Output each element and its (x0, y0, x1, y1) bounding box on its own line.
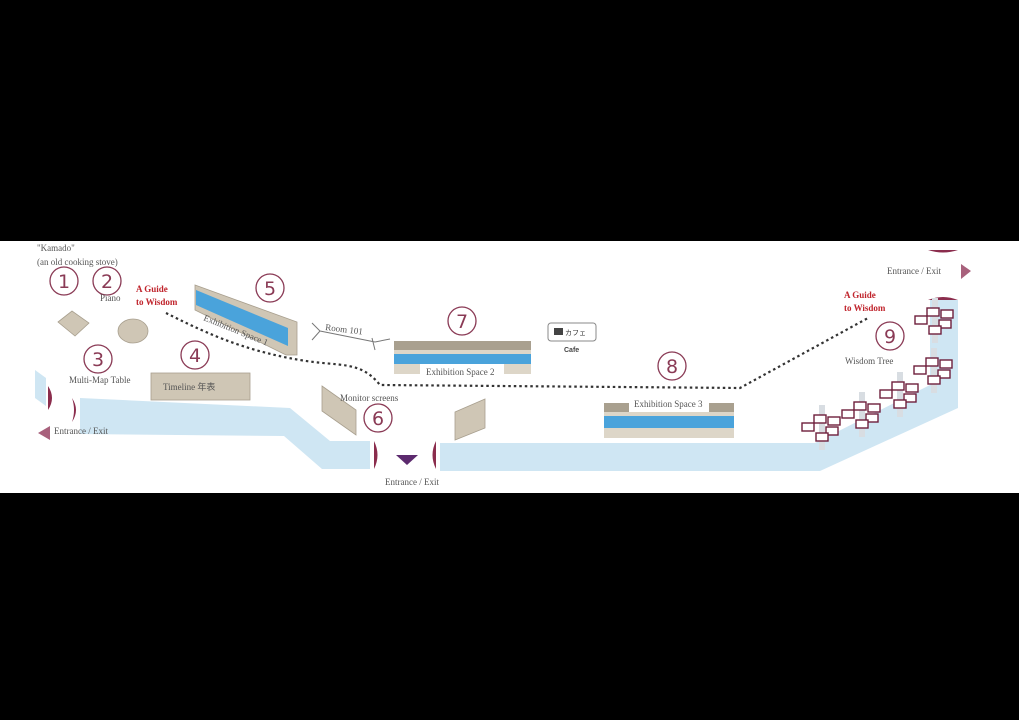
corridor-left-stub (35, 370, 46, 406)
marker-8: 8 (657, 351, 687, 381)
wisdom-tree (879, 372, 919, 417)
marker-number: 9 (884, 326, 896, 348)
wisdom-tree-label: Wisdom Tree (845, 356, 893, 366)
exhibition-space-1 (194, 284, 298, 356)
door-left-1 (72, 398, 76, 422)
wisdom-tree (913, 348, 953, 393)
entrance-left-label[interactable]: Entrance / Exit (54, 426, 108, 436)
wisdom-card (853, 401, 867, 411)
timeline-label: Timeline 年表 (163, 381, 215, 392)
coffee-cup-icon (554, 328, 563, 335)
wisdom-trees (801, 298, 954, 450)
wisdom-tree (801, 405, 841, 450)
multi-map-label: Multi-Map Table (69, 375, 130, 385)
marker-4: 4 (180, 340, 210, 370)
wisdom-card (825, 426, 839, 436)
door-right-top (928, 250, 958, 253)
wisdom-card (841, 409, 855, 419)
marker-9: 9 (875, 321, 905, 351)
wisdom-card (891, 381, 905, 391)
corridor-west (80, 398, 370, 469)
door-left-0 (48, 386, 52, 410)
wisdom-card (928, 325, 942, 335)
wisdom-card (937, 369, 951, 379)
exit-arrow-down-icon[interactable] (396, 455, 418, 465)
timeline-wall (150, 372, 251, 401)
wisdom-card (940, 309, 954, 319)
exhibition-2-label: Exhibition Space 2 (426, 367, 495, 377)
wisdom-card (938, 319, 952, 329)
wisdom-card (867, 403, 881, 413)
kamado-stove (57, 310, 90, 337)
room-101-label: Room 101 (325, 322, 364, 337)
wisdom-card (903, 393, 917, 403)
wisdom-card (865, 413, 879, 423)
wisdom-card (905, 383, 919, 393)
kamado-label: "Kamado" (37, 243, 75, 253)
exit-arrow-right-icon[interactable] (961, 264, 971, 279)
wisdom-card (893, 399, 907, 409)
wisdom-card (939, 359, 953, 369)
wisdom-card (813, 414, 827, 424)
wisdom-tree (914, 298, 954, 343)
monitor-screen-right (454, 398, 486, 441)
exhibition-3-label: Exhibition Space 3 (634, 399, 703, 409)
wisdom-card (913, 365, 927, 375)
cafe-sign (547, 322, 597, 342)
entrance-right-label[interactable]: Entrance / Exit (887, 266, 941, 276)
marker-number: 8 (666, 356, 678, 378)
marker-7: 7 (447, 306, 477, 336)
wisdom-card (815, 432, 829, 442)
guide-label-left-1: A Guide (136, 284, 168, 294)
monitor-screen-left (321, 385, 357, 436)
guide-to-wisdom-path (165, 312, 869, 390)
cafe-sign-label: カフェ (565, 329, 586, 337)
marker-5: 5 (255, 273, 285, 303)
guide-label-left-2: to Wisdom (136, 297, 178, 307)
marker-number: 3 (92, 349, 104, 371)
cafe-label: Cafe (564, 347, 579, 354)
marker-1: 1 (49, 266, 79, 296)
monitor-screens-label: Monitor screens (340, 393, 399, 403)
wisdom-card (927, 375, 941, 385)
exhibition-space-3 (604, 400, 734, 438)
entrance-bottom-label[interactable]: Entrance / Exit (385, 477, 439, 487)
wisdom-card (914, 315, 928, 325)
door-bottom-1 (374, 441, 378, 469)
door-bottom-2 (432, 441, 436, 469)
marker-number: 6 (372, 408, 384, 430)
wisdom-card (879, 389, 893, 399)
wisdom-card (925, 357, 939, 367)
marker-2: 2 (92, 266, 122, 296)
kamado-sub-label: (an old cooking stove) (37, 257, 118, 267)
marker-number: 4 (189, 345, 201, 367)
corridor-east (440, 300, 958, 471)
marker-number: 7 (456, 311, 468, 333)
marker-number: 2 (101, 271, 113, 293)
piano (117, 318, 149, 344)
wisdom-card (855, 419, 869, 429)
wisdom-card (926, 307, 940, 317)
marker-number: 1 (58, 271, 70, 293)
marker-number: 5 (264, 278, 276, 300)
wisdom-card (801, 422, 815, 432)
marker-6: 6 (363, 403, 393, 433)
guide-label-right-1: A Guide (844, 290, 876, 300)
piano-label: Piano (100, 293, 121, 303)
exhibition-space-2 (394, 341, 531, 376)
wisdom-card (827, 416, 841, 426)
guide-label-right-2: to Wisdom (844, 303, 886, 313)
room-101-door (311, 322, 391, 351)
marker-3: 3 (83, 344, 113, 374)
exit-arrow-left-icon[interactable] (38, 426, 50, 440)
wisdom-tree (841, 392, 881, 437)
